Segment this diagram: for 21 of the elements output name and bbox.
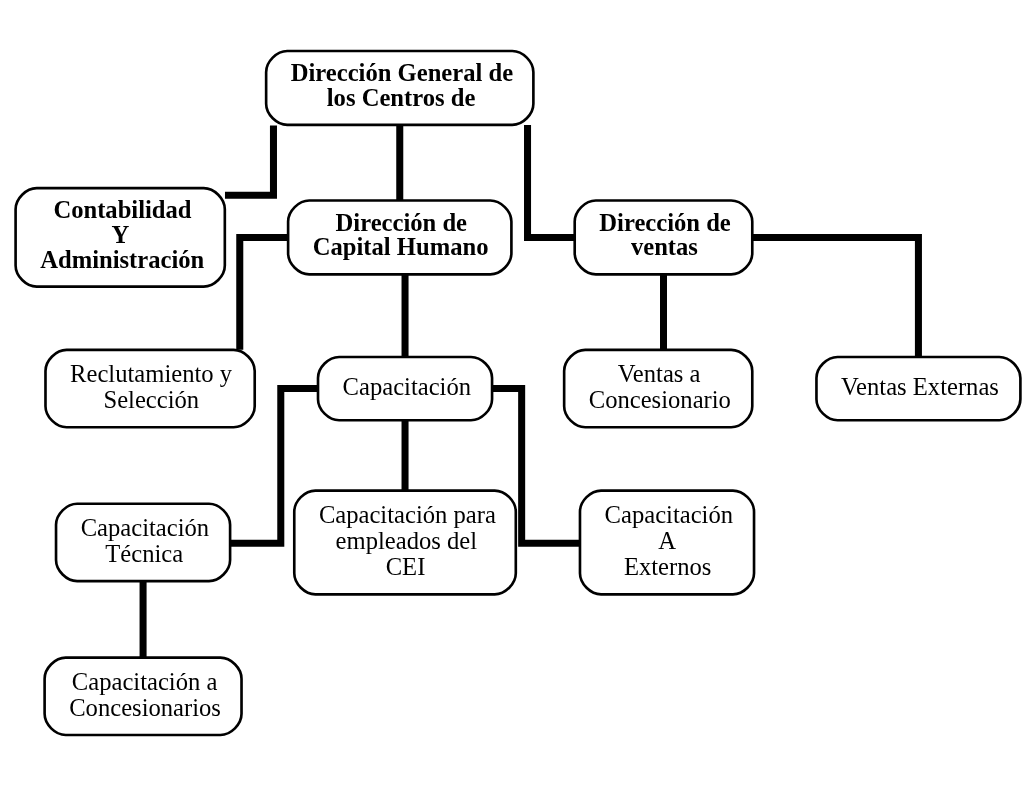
connector xyxy=(524,124,575,241)
connector xyxy=(401,420,409,490)
connector xyxy=(752,233,922,357)
node-box: Capacitación Técnica xyxy=(54,502,232,583)
node-box: Dirección de Capital Humano xyxy=(286,199,513,276)
node-box: Capacitación xyxy=(316,355,494,422)
node-box: Capacitación a Concesionarios xyxy=(43,656,243,737)
node-box: Capacitación para empleados del CEI xyxy=(292,489,518,596)
connector xyxy=(236,233,288,350)
connector xyxy=(659,274,667,350)
node-box: Reclutamiento y Selección xyxy=(44,348,257,429)
connector xyxy=(230,385,318,547)
node-box: Dirección General de los Centros de xyxy=(264,49,535,127)
node-box: Ventas Externas xyxy=(815,355,1022,422)
node-box: Ventas a Concesionario xyxy=(562,348,754,429)
connector xyxy=(139,581,147,658)
connector xyxy=(401,274,409,357)
node-box: Contabilidad Y Administración xyxy=(14,186,227,288)
node-box: Capacitación A Externos xyxy=(578,489,756,596)
node-box: Dirección de ventas xyxy=(573,199,754,276)
connector xyxy=(396,124,404,201)
